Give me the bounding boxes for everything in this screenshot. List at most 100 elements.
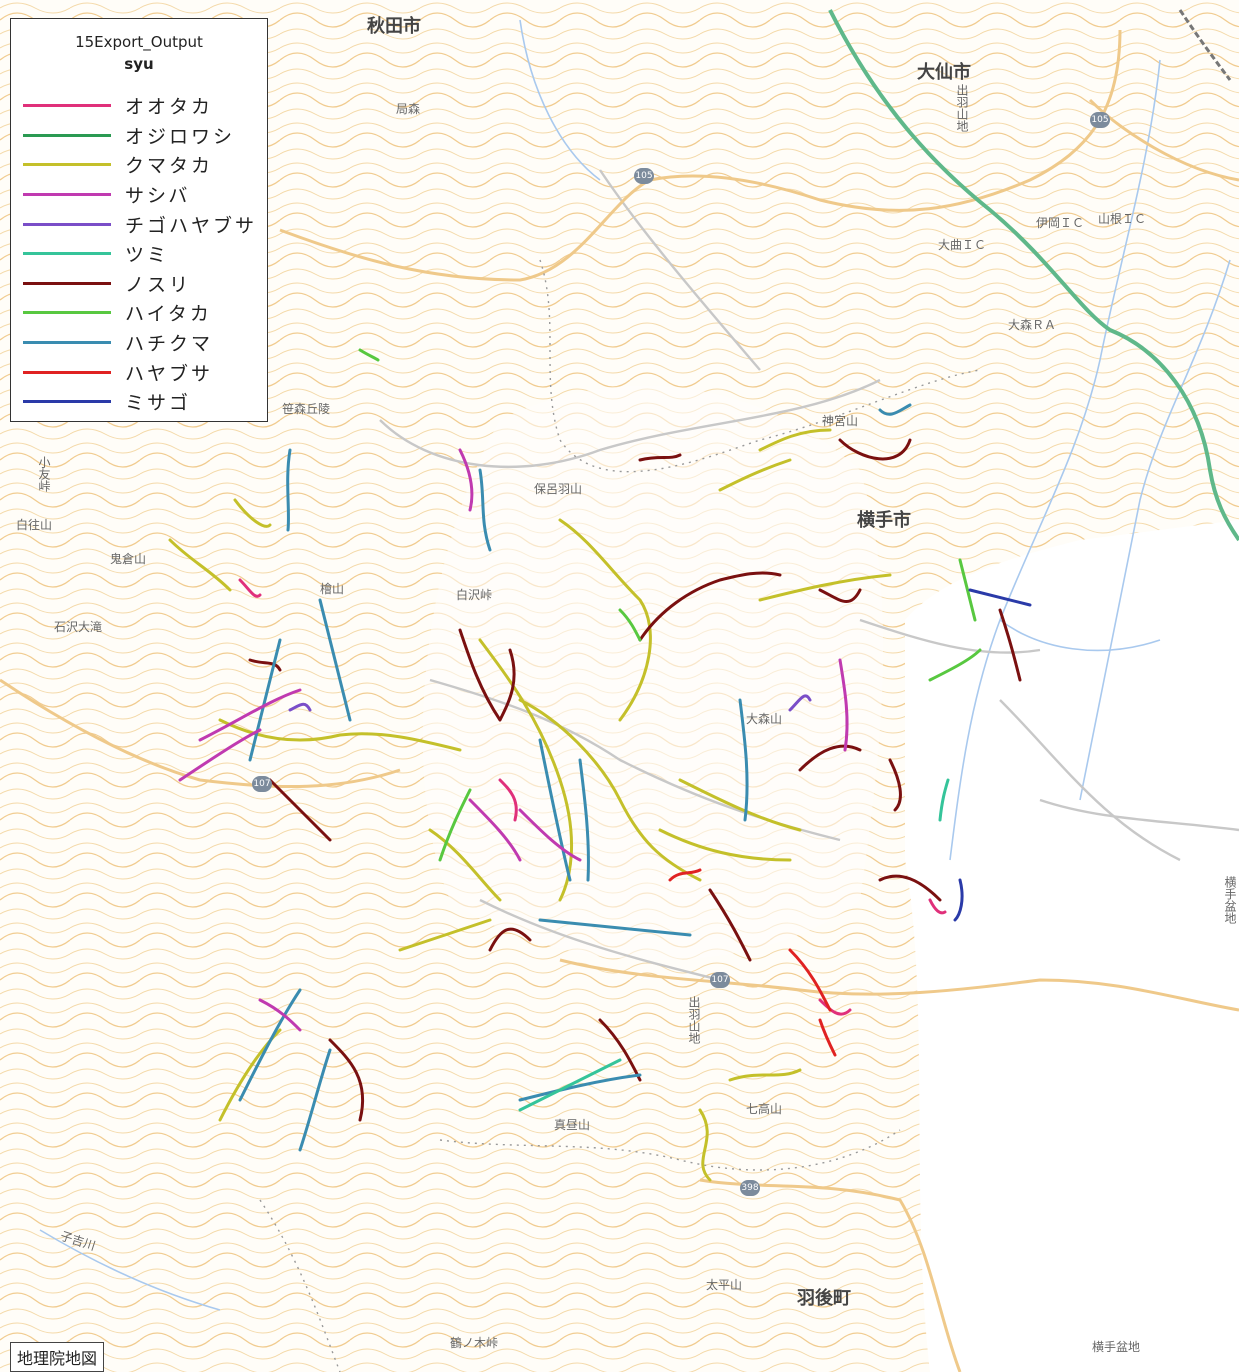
flight-track [928,898,947,915]
flight-track [558,518,652,722]
flight-track [818,1018,837,1057]
legend-swatch [23,222,111,226]
flight-track [358,348,380,362]
flight-track [818,588,862,603]
place-dewa2: 出羽山地 [687,996,701,1044]
expressway [828,9,1239,542]
flight-track [798,744,862,772]
place-nanataka: 七高山 [746,1102,783,1116]
flight-track [888,758,902,812]
place-ideshi-ic: 伊岡ＩＣ [1036,216,1085,230]
legend-title: 15Export_Output [75,33,203,51]
flight-track [238,578,262,598]
legend-item: ハチクマ [23,328,257,358]
place-hagiwara: 鶴ノ木峠 [450,1336,499,1350]
route-shield: 107 [710,972,730,988]
flight-track [478,468,492,552]
flight-track [878,874,942,902]
flight-track [258,998,302,1032]
flight-track [618,608,642,642]
place-omori-ra: 大森ＲＡ [1008,318,1057,332]
flight-track [658,828,792,862]
legend-swatch [23,252,111,256]
legend-swatch [23,341,111,345]
place-hinokiyama: 白往山 [16,518,53,532]
legend-swatch [23,400,111,404]
legend-label: ハチクマ [125,333,214,356]
place-hoshomori: 保呂羽山 [534,482,583,496]
place-daisen: 大仙市 [917,62,971,83]
flight-track [708,888,752,962]
legend-swatch [23,163,111,167]
place-omori-ue: 大森山 [746,712,783,726]
flight-track [298,1048,332,1152]
legend-swatch [23,104,111,108]
flight-track [538,738,572,882]
legend-item: ハイタカ [23,298,257,328]
flight-track [578,758,590,882]
flight-track [328,1038,365,1122]
legend-item: オオタカ [23,91,257,121]
flight-track [938,778,950,822]
flight-track [268,778,332,842]
flight-track [968,588,1032,607]
flight-track [468,798,522,862]
legend-swatch [23,133,111,137]
flight-track [248,638,282,762]
legend-items: オオタカオジロワシクマタカサシバチゴハヤブサツミノスリハイタカハチクマハヤブサミ… [23,91,257,417]
rivers [39,19,1231,1311]
flight-track [498,778,518,822]
flight-track [458,628,516,722]
flight-track [428,828,502,902]
valley-area [422,385,884,960]
flight-track [238,988,302,1102]
place-akita: 秋田市 [367,16,421,37]
flight-track [838,658,849,752]
flight-track [248,658,282,672]
railway [1178,9,1232,81]
map-attribution: 地理院地図 [10,1342,105,1372]
flight-track [788,694,812,712]
legend-label: ハイタカ [125,303,212,326]
flight-track [638,571,782,642]
place-daisen-ic: 大曲ＩＣ [938,238,987,252]
legend-label: サシバ [125,185,191,208]
flight-track [198,688,302,742]
legend-item: ハヤブサ [23,357,257,387]
legend-label: オオタカ [125,96,214,119]
legend-swatch [23,311,111,315]
place-koyama: 檜山 [320,582,345,596]
flight-track [178,728,262,782]
flight-track [538,918,692,937]
legend-item: チゴハヤブサ [23,209,257,239]
place-mari: 真昼山 [554,1118,591,1132]
flight-track [953,878,964,922]
legend-item: ミサゴ [23,387,257,417]
flight-track [838,438,912,461]
flight-track [438,788,472,862]
flight-track [998,608,1022,682]
place-yokote: 横手市 [857,510,911,531]
place-ishizawa: 石沢大滝 [54,620,103,634]
flight-track [288,702,312,712]
legend-label: オジロワシ [125,125,236,148]
legend-item: クマタカ [23,150,257,180]
place-taira: 太平山 [706,1278,743,1292]
flight-track [818,998,852,1016]
place-onikura: 鬼倉山 [110,552,147,566]
place-dewa: 出羽山地 [955,84,969,132]
legend-label: ミサゴ [125,392,192,415]
flight-track [398,918,492,952]
place-sasamori: 笹森丘陵 [282,402,331,416]
flight-track [458,448,474,512]
flight-track [928,648,982,682]
place-yokotebon: 横手盆地 [1223,876,1237,924]
legend-label: ノスリ [125,273,192,296]
flight-track [668,868,702,882]
flight-track [286,448,292,532]
flight-track [168,538,232,592]
admin-boundaries [259,259,981,1372]
flight-track [878,403,912,416]
